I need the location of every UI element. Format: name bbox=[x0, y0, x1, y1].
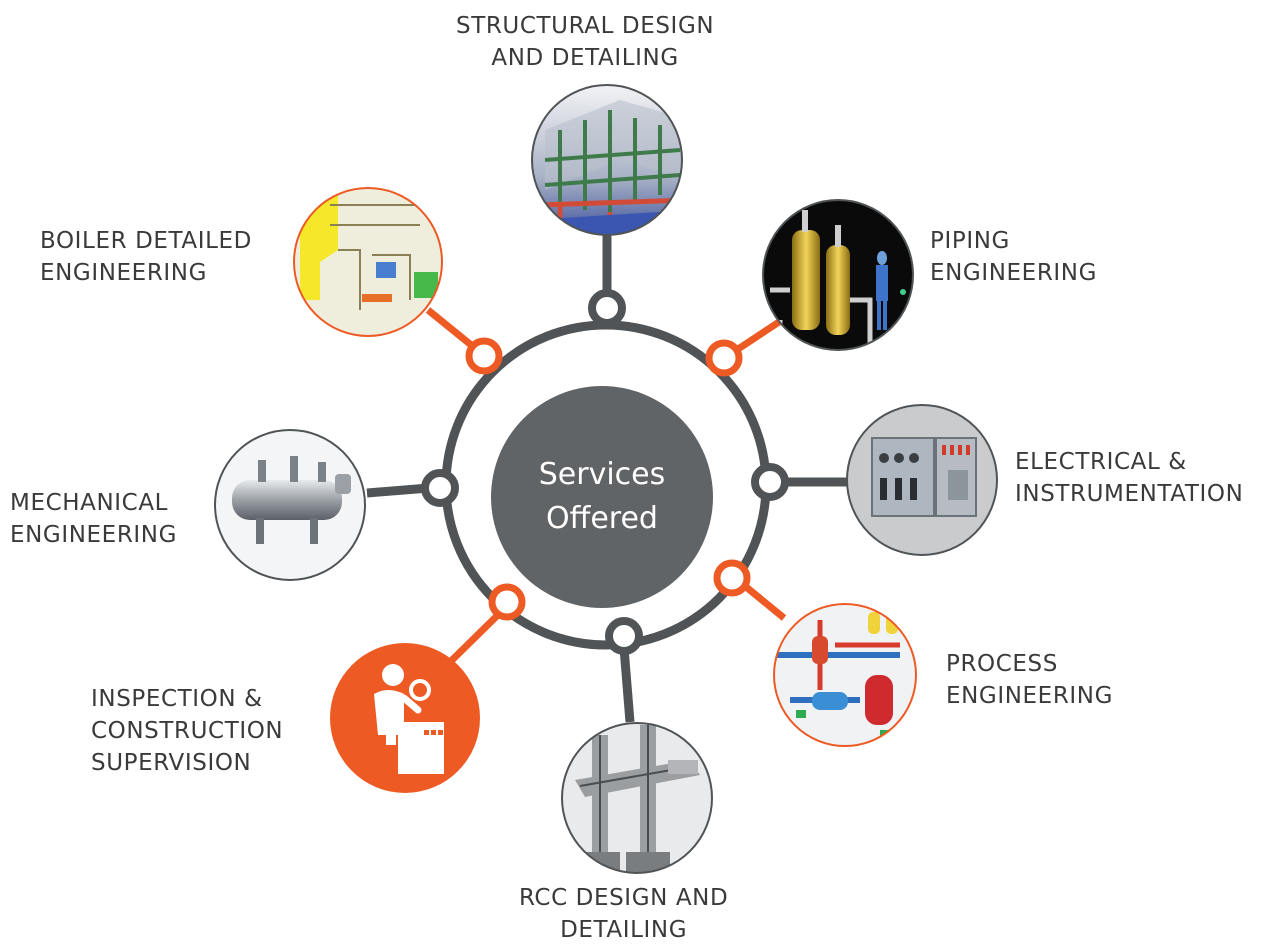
label-piping: PIPING ENGINEERING bbox=[930, 228, 1098, 286]
node-process bbox=[713, 559, 751, 597]
rebar-structure-icon bbox=[561, 722, 713, 874]
label-inspection: INSPECTION & CONSTRUCTION SUPERVISION bbox=[91, 686, 284, 776]
boiler-schematic-icon bbox=[293, 187, 443, 337]
node-rcc bbox=[605, 617, 643, 655]
connector-inspection bbox=[444, 605, 508, 668]
label-mechanical: MECHANICAL ENGINEERING bbox=[10, 490, 178, 548]
steel-frame-icon bbox=[531, 84, 683, 236]
node-mechanical bbox=[421, 469, 459, 507]
connector-rcc bbox=[619, 647, 635, 723]
control-panel-icon bbox=[846, 404, 998, 556]
node-structural bbox=[588, 289, 626, 327]
node-piping bbox=[705, 339, 743, 377]
node-electrical bbox=[751, 463, 789, 501]
label-boiler: BOILER DETAILED ENGINEERING bbox=[40, 228, 252, 286]
center-hub: Services Offered bbox=[491, 386, 713, 608]
pressure-vessel-icon bbox=[214, 429, 366, 581]
center-line-2: Offered bbox=[546, 501, 658, 536]
label-process: PROCESS ENGINEERING bbox=[946, 651, 1114, 709]
process-flow-icon bbox=[773, 603, 917, 747]
ring-nodes bbox=[421, 289, 789, 655]
label-electrical: ELECTRICAL & INSTRUMENTATION bbox=[1015, 449, 1244, 507]
label-structural: STRUCTURAL DESIGN AND DETAILING bbox=[456, 13, 715, 71]
label-rcc: RCC DESIGN AND DETAILING bbox=[519, 885, 729, 943]
inspector-icon bbox=[330, 643, 480, 793]
center-line-1: Services bbox=[538, 457, 666, 492]
node-inspection bbox=[488, 583, 526, 621]
node-boiler bbox=[465, 337, 503, 375]
connector-mechanical bbox=[366, 483, 430, 498]
piping-vessels-icon bbox=[762, 199, 914, 351]
